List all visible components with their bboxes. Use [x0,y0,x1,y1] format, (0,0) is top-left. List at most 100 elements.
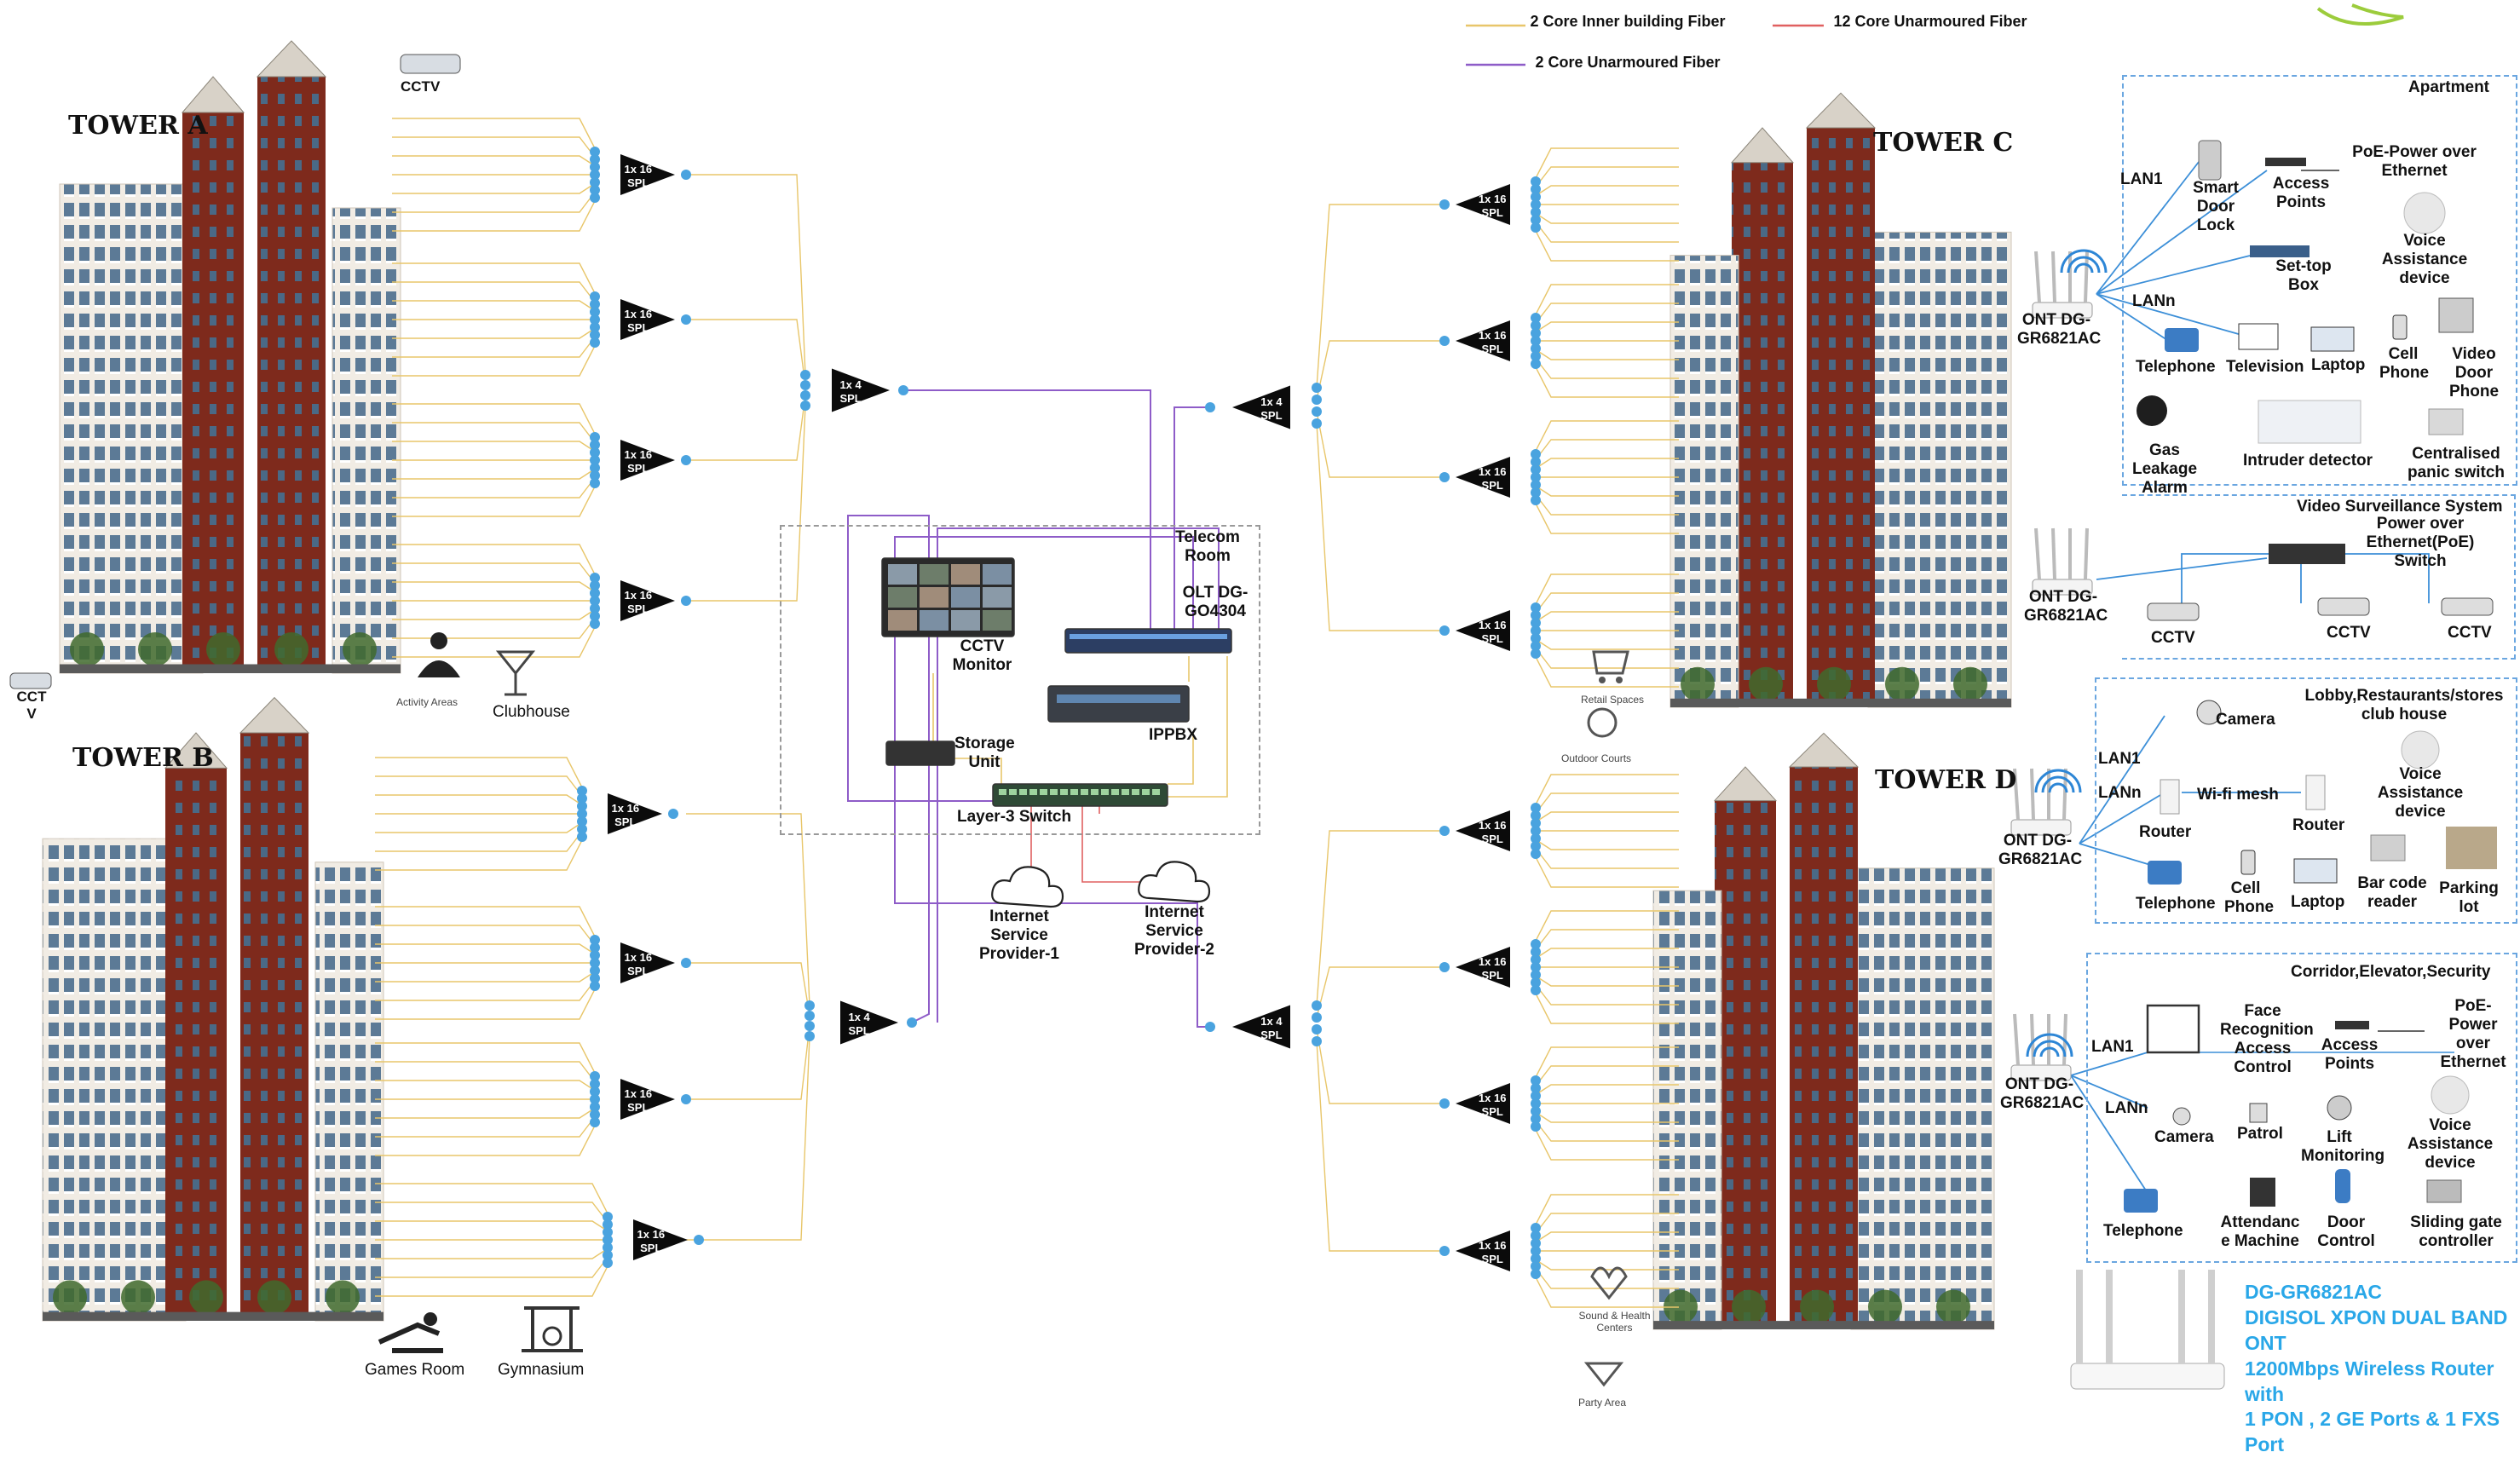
floor-node [1531,1114,1541,1124]
tower-a-title: TOWER A [68,111,208,141]
floor-fiber [375,821,585,833]
television-icon [2238,323,2279,350]
tower-b-building-tree [121,1280,155,1315]
floor-node [1531,625,1541,636]
floor-node [603,1219,613,1230]
switch-port [1040,789,1047,795]
tower-c-title: TOWER C [1873,128,2014,158]
sliding-gate-icon [2426,1179,2462,1203]
floor-fiber [392,482,597,517]
lobby-laptop-icon [2293,858,2338,884]
telecom-room-label: Telecom Room [1175,528,1240,565]
floor-node [1531,176,1541,187]
legend-inner-fiber: 2 Core Inner building Fiber [1530,13,1726,30]
apartment-ont-label: ONT DG- GR6821AC [2017,311,2102,348]
floor-fiber [1533,838,1679,850]
floor-node [590,470,600,481]
floor-node [1531,1083,1541,1093]
tower-b-building-wing-left [42,838,187,1322]
floor-node [577,816,587,827]
monitor-tile [920,564,949,585]
riser-fiber [1316,966,1445,1018]
splitter-1x16-body [1456,320,1510,361]
floor-node [1531,343,1541,354]
lobby-router-2-label: Router [2292,816,2345,834]
tower-d-building-roof-1 [1713,766,1778,802]
floor-fiber [1533,1046,1679,1081]
switch-port [1050,789,1058,795]
splitter-1x16-body [620,299,675,340]
monitor-tile [888,610,917,631]
floor-node [1531,1269,1541,1279]
splitter-1x16-body [608,793,662,834]
spl-out-node [1205,402,1215,412]
floor-node [1531,618,1541,628]
floor-fiber [375,1042,597,1077]
splitter-1x16-label-1: 1x 16 [625,951,653,964]
apartment-ont-router [2032,251,2093,319]
tower-a-building-tree [274,632,309,666]
cctv-camera-icon [9,672,52,689]
floor-node [590,330,600,340]
floor-fiber [1533,853,1679,888]
tower-b-building-wing-right [314,862,384,1322]
switch-port [1122,789,1129,795]
splitter-1x4-tower-c-label-2: SPL [1260,409,1282,422]
storage-device [885,741,955,766]
product-line6: Port [2245,1433,2284,1456]
splitter-out-node [681,314,691,325]
splitter-1x16-label-2: SPL [627,176,649,189]
riser-fiber [686,962,810,1017]
smart-door-lock-label: Smart Door Lock [2193,179,2239,234]
splitter-1x16-label-1: 1x 16 [1479,955,1507,968]
floor-node [590,478,600,488]
splitter-1x16-label-2: SPL [1482,632,1503,645]
digisol-logo-swoosh [2316,3,2404,26]
lobby-router-icon [2160,779,2180,815]
corridor-wifi-icon-arc [2026,1033,2073,1057]
tower-a-building-brick-1 [182,112,244,673]
access-points-label: Access Points [2272,175,2330,211]
settop-box-icon [2250,245,2310,257]
cart-icon-wheel [1599,677,1606,683]
isp1-label: Internet Service Provider-1 [979,908,1059,963]
floor-fiber [392,118,597,153]
corridor-panel [2086,953,2517,1263]
riser-fiber [1316,423,1445,631]
floor-node [1531,464,1541,475]
cctv-monitor-label: CCTV Monitor [952,637,1012,674]
switch-port [1070,789,1078,795]
cctv-top-label: CCTV [401,78,441,95]
tower-a-building-tree [138,632,172,666]
product-line3: 1200Mbps Wireless Router [2245,1357,2494,1380]
parking-lot-icon [2446,827,2497,869]
floor-fiber [392,342,597,377]
door-control-icon [2335,1169,2350,1203]
panic-switch-icon [2428,408,2464,435]
floor-node [590,958,600,968]
corridor-wifi-icon [2026,1033,2073,1057]
tower-d-building-tree [1868,1289,1902,1324]
panic-switch-label: Centralised panic switch [2407,445,2506,481]
lobby-link [2079,792,2165,844]
tower-a-building [59,40,401,674]
cart-icon-wheel [1616,677,1623,683]
splitter-1x16-label-2: SPL [627,965,649,977]
splitter-1x16-body [620,580,675,621]
splitter-out-node [681,596,691,606]
switch-port [999,789,1006,795]
lobby-wifi-icon-arc [2034,769,2082,793]
video-ont-router-antenna [2084,527,2089,580]
tower-a-building-wing-left [59,183,204,674]
floor-node [1531,1106,1541,1116]
storage-switch-link [954,758,1002,792]
riser-fiber [1316,204,1445,389]
splitter-1x4-tower-d-label-2: SPL [1260,1029,1282,1041]
splitter-1x16-label-1: 1x 16 [637,1228,666,1241]
